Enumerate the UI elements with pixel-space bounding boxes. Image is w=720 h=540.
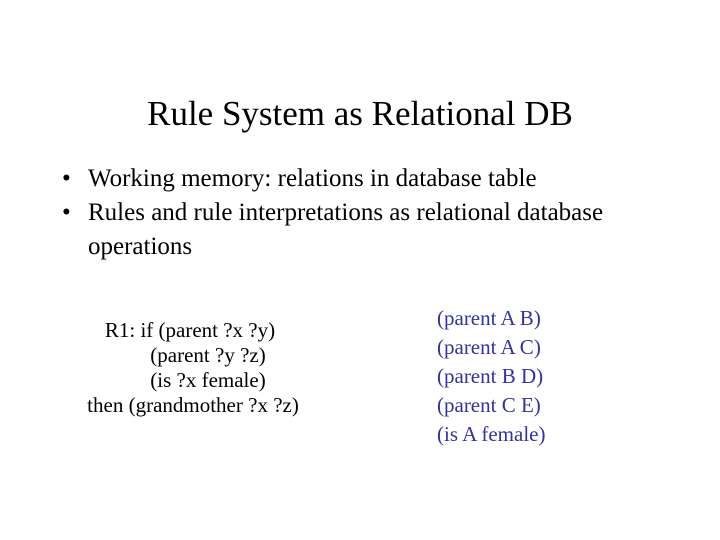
bullet-list: • Working memory: relations in database … xyxy=(48,162,688,264)
examples-area: R1: if (parent ?x ?y) (parent ?y ?z) (is… xyxy=(0,300,720,480)
rule-definition-block: R1: if (parent ?x ?y) (parent ?y ?z) (is… xyxy=(40,318,340,418)
list-item-text: Working memory: relations in database ta… xyxy=(88,165,537,192)
fact-line: (parent C E) xyxy=(437,393,541,417)
list-item: • Working memory: relations in database … xyxy=(48,162,688,196)
fact-line: (parent B D) xyxy=(437,364,544,388)
list-item: • Rules and rule interpretations as rela… xyxy=(48,196,688,264)
bullet-dot-icon: • xyxy=(62,199,71,226)
rule-line-consequent: then (grandmother ?x ?z) xyxy=(87,393,299,417)
bullet-dot-icon: • xyxy=(62,165,71,192)
rule-line-antecedent-3: (is ?x female) xyxy=(150,368,266,392)
list-item-text: Rules and rule interpretations as relati… xyxy=(88,199,604,260)
fact-line: (is A female) xyxy=(437,422,546,446)
rule-line-antecedent-2: (parent ?y ?z) xyxy=(150,343,266,367)
working-memory-facts-block: (parent A B) (parent A C) (parent B D) (… xyxy=(437,304,697,449)
fact-line: (parent A B) xyxy=(437,306,541,330)
page-title: Rule System as Relational DB xyxy=(147,94,573,134)
fact-line: (parent A C) xyxy=(437,335,541,359)
rule-line-antecedent-1: R1: if (parent ?x ?y) xyxy=(104,318,276,342)
